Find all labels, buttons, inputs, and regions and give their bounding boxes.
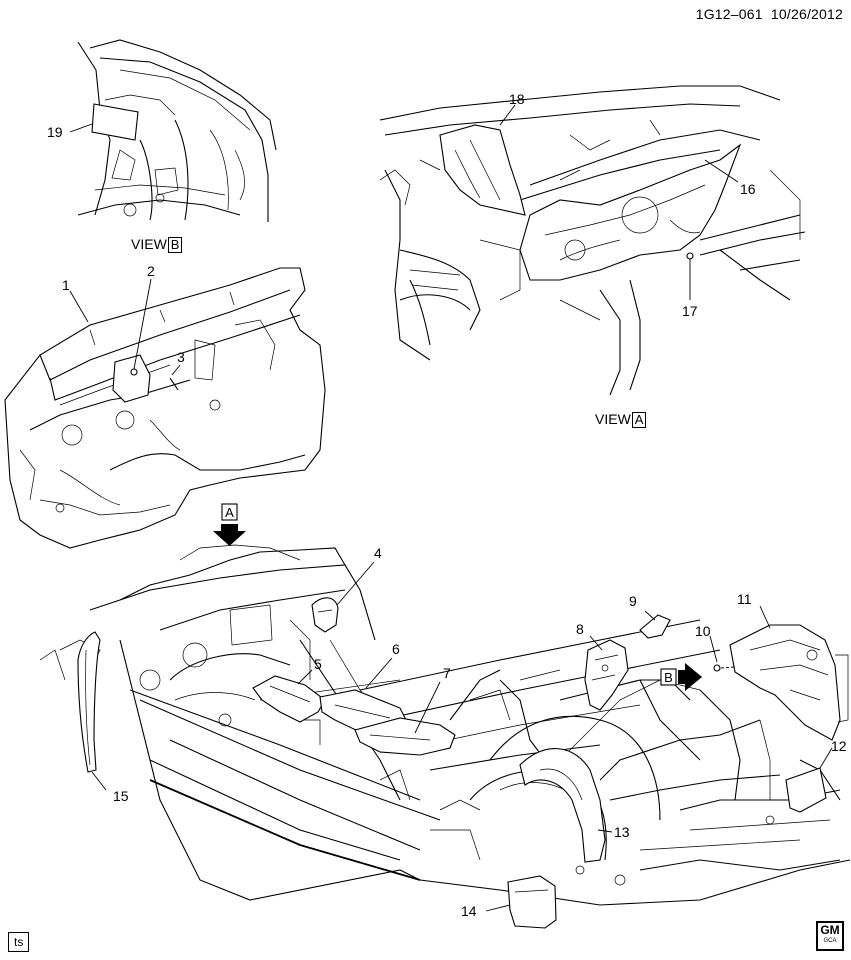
gm-logo-text: GM (820, 923, 840, 937)
part-2-pad (112, 354, 151, 403)
part-14-panel (485, 875, 557, 929)
part-4-pad (311, 561, 375, 633)
callout-18: 18 (509, 91, 525, 107)
underbody-illustration (39, 544, 851, 906)
callout-4: 4 (374, 545, 382, 561)
part-17-fastener (686, 252, 694, 260)
part-16-dash-insulator (519, 143, 742, 281)
arrow-right-icon (678, 663, 702, 691)
callout-12: 12 (831, 738, 847, 754)
gm-logo: GM GCA (816, 921, 844, 951)
callout-3: 3 (177, 349, 185, 365)
part-19-pad (91, 103, 139, 141)
part-5-floor-pad (252, 669, 326, 723)
part-18-insulator (439, 124, 526, 216)
callout-14: 14 (461, 903, 477, 919)
part-9-pad (639, 610, 671, 639)
callout-9: 9 (629, 593, 637, 609)
diagram-code: 1G12–061 (695, 6, 763, 22)
callout-5: 5 (314, 656, 322, 672)
diagram-date: 10/26/2012 (770, 6, 843, 22)
callout-6: 6 (392, 641, 400, 657)
part-11-rear-insulator (729, 605, 849, 741)
callout-1: 1 (62, 277, 70, 293)
part-7-floor-insulator (354, 681, 456, 756)
callout-2: 2 (147, 263, 155, 279)
dash-panel-illustration (4, 267, 326, 549)
diagram-header: 1G12–061 10/26/2012 (696, 6, 843, 22)
callout-16: 16 (740, 181, 756, 197)
view-a-letter: A (631, 412, 647, 428)
part-15-seal (77, 631, 107, 791)
view-b-letter: B (167, 237, 183, 253)
callout-7: 7 (443, 665, 451, 681)
part-12-pad (785, 747, 833, 813)
arrow-a-letter: A (225, 505, 234, 520)
view-a-text: VIEW (595, 411, 631, 427)
view-b-text: VIEW (131, 236, 167, 252)
ts-tag: ts (8, 932, 30, 952)
part-1-dash-panel (4, 267, 326, 549)
callout-13: 13 (614, 824, 630, 840)
view-a-illustration (379, 85, 806, 396)
arrow-b-letter: B (664, 670, 673, 685)
callout-15: 15 (113, 788, 129, 804)
part-8-bracket (584, 635, 629, 711)
callout-labels: 1 2 3 4 5 6 7 8 9 10 11 12 13 14 15 16 1… (47, 91, 847, 919)
arrow-b-marker: B (660, 663, 702, 691)
gm-logo-sub: GCA (823, 938, 837, 944)
callout-11: 11 (737, 591, 752, 607)
part-13-wheelhouse-liner (519, 748, 613, 863)
view-b-illustration (69, 39, 277, 222)
callout-8: 8 (576, 621, 584, 637)
callout-19: 19 (47, 124, 63, 140)
callout-10: 10 (695, 623, 711, 639)
callout-17: 17 (682, 303, 698, 319)
arrow-down-icon (213, 524, 246, 546)
arrow-a-marker: A (213, 503, 246, 546)
